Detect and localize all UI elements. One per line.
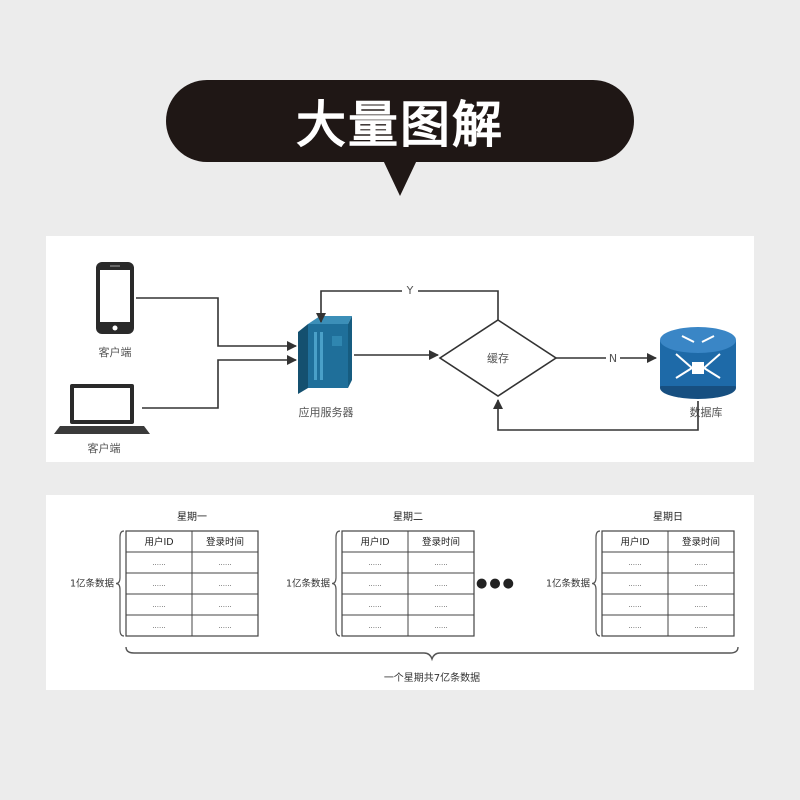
table-cell: ...... (694, 601, 707, 609)
table-cell: ...... (628, 580, 641, 588)
table-cell: ...... (628, 622, 641, 630)
banner-pointer (383, 160, 417, 196)
weekly-data-diagram: 星期一 1亿条数据 用户ID 登录时间........................… (46, 495, 754, 690)
table-header-cell: 用户ID (620, 536, 649, 548)
cache-label: 缓存 (487, 351, 509, 365)
table-cell: ...... (628, 601, 641, 609)
table-cell: ...... (434, 601, 447, 609)
row-count-label: 1亿条数据 (546, 578, 591, 590)
cache-decision-diamond (438, 319, 558, 397)
table-header-cell: 用户ID (144, 536, 173, 548)
table-cell: ...... (694, 622, 707, 630)
table-day-title: 星期日 (653, 511, 683, 523)
client-connectors (136, 297, 297, 409)
table-day-title: 星期二 (393, 511, 423, 523)
row-brace (331, 530, 341, 637)
weekly-diagram-svg: 星期一 1亿条数据 用户ID 登录时间........................… (70, 511, 739, 684)
table-cell: ...... (694, 580, 707, 588)
row-count-label: 1亿条数据 (70, 578, 115, 590)
table-cell: ...... (368, 580, 381, 588)
table-cell: ...... (628, 559, 641, 567)
table-cell: ...... (434, 580, 447, 588)
row-brace (591, 530, 601, 637)
table-cell: ...... (218, 580, 231, 588)
table-cell: ...... (152, 601, 165, 609)
table-cell: ...... (152, 559, 165, 567)
row-count-label: 1亿条数据 (286, 578, 331, 590)
phone-icon (96, 262, 134, 334)
table-cell: ...... (218, 559, 231, 567)
db-to-cache-arrow (493, 399, 699, 431)
database-icon (660, 327, 736, 399)
table-cell: ...... (434, 559, 447, 567)
table-cell: ...... (694, 559, 707, 567)
table-cell: ...... (368, 622, 381, 630)
client-laptop-label: 客户端 (88, 441, 121, 455)
server-icon (298, 316, 352, 394)
table-cell: ...... (218, 601, 231, 609)
table-header-cell: 用户ID (360, 536, 389, 548)
client-phone-label: 客户端 (99, 345, 132, 359)
table-header-cell: 登录时间 (206, 536, 244, 548)
weekly-tables: 星期一 1亿条数据 用户ID 登录时间........................… (70, 511, 735, 637)
banner-title: 大量图解 (296, 96, 504, 154)
yes-label: Y (406, 284, 414, 297)
table-cell: ...... (368, 601, 381, 609)
no-label: N (609, 352, 617, 365)
ellipsis-dots: ●●● (476, 576, 516, 591)
total-label: 一个星期共7亿条数据 (384, 671, 480, 684)
cache-flow-diagram: 客户端 客户端 应用服务器 缓存 (46, 236, 754, 462)
table-header-cell: 登录时间 (682, 536, 720, 548)
row-brace (115, 530, 125, 637)
database-label: 数据库 (690, 405, 723, 419)
table-day-title: 星期一 (177, 511, 207, 523)
table-cell: ...... (152, 580, 165, 588)
table-cell: ...... (218, 622, 231, 630)
laptop-icon (54, 384, 150, 434)
flow-diagram-svg: 客户端 客户端 应用服务器 缓存 (54, 262, 736, 455)
table-cell: ...... (434, 622, 447, 630)
app-server-label: 应用服务器 (299, 405, 354, 419)
table-cell: ...... (368, 559, 381, 567)
title-banner: 大量图解 (166, 80, 634, 162)
table-cell: ...... (152, 622, 165, 630)
table-header-cell: 登录时间 (422, 536, 460, 548)
total-brace (125, 646, 739, 662)
